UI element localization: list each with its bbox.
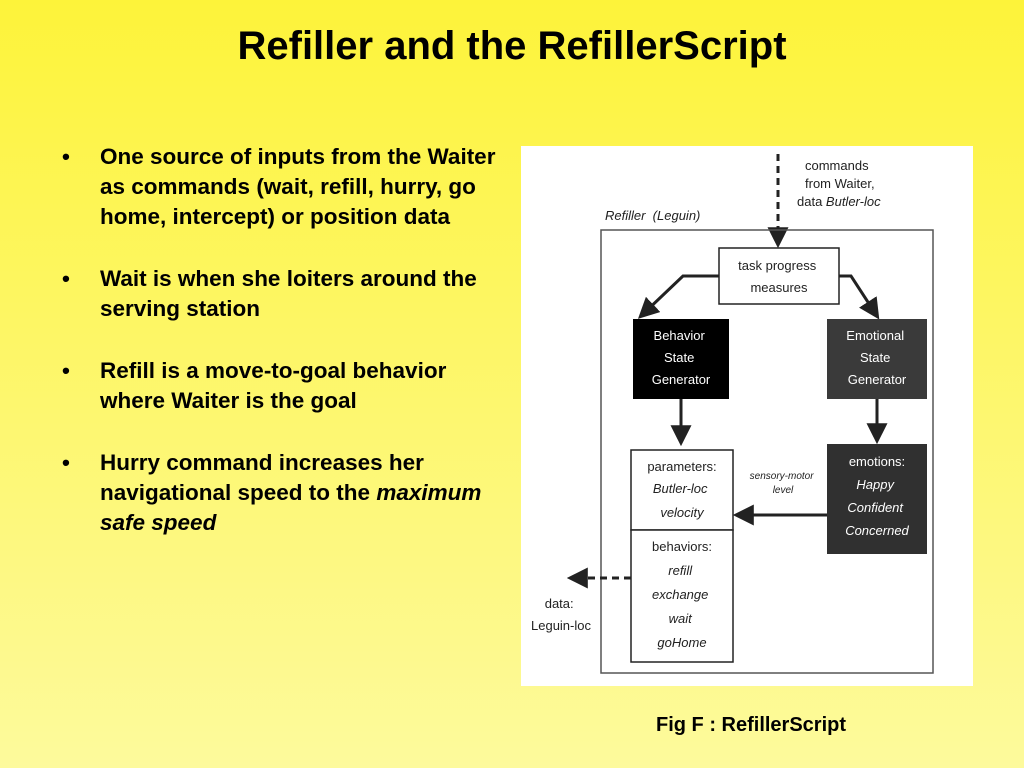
behavior-generator-label: Behavior State Generator <box>652 328 711 387</box>
bullet-item: • Refill is a move-to-goal behavior wher… <box>62 356 502 416</box>
bullet-item: • Hurry command increases her navigation… <box>62 448 502 538</box>
bullet-item: • Wait is when she loiters around the se… <box>62 264 502 324</box>
bullet-symbol: • <box>62 450 70 475</box>
sensory-motor-label: sensory-motor level <box>750 471 817 496</box>
bullet-symbol: • <box>62 144 70 169</box>
arrow-to-emotional <box>839 274 880 320</box>
parameters-items: Butler-loc velocity <box>653 481 711 520</box>
bullet-symbol: • <box>62 266 70 291</box>
container-label: Refiller (Leguin) <box>605 208 700 223</box>
behaviors-items: refill exchange wait goHome <box>652 563 712 650</box>
task-progress-box <box>718 247 840 305</box>
emotional-generator-label: Emotional State Generator <box>846 328 907 387</box>
behaviors-box <box>630 529 734 663</box>
bullet-emphasis: maximum safe speed <box>100 480 482 535</box>
emotions-items: Happy Confident Concerned <box>845 477 909 538</box>
behavior-state-generator <box>633 319 729 399</box>
bullet-text: Wait is when she loiters around the serv… <box>100 266 477 321</box>
arrow-to-behavior <box>637 274 719 319</box>
refiller-diagram: commands from Waiter, data Butler-loc Re… <box>521 146 973 686</box>
parameters-title: parameters: <box>647 459 716 474</box>
bullet-item: • One source of inputs from the Waiter a… <box>62 142 502 232</box>
bullet-text: One source of inputs from the Waiter as … <box>100 144 496 229</box>
task-progress-label: task progress measures <box>738 258 820 295</box>
emotions-box <box>827 444 927 554</box>
bullet-text: Hurry command increases her navigational… <box>100 450 424 505</box>
parameters-box <box>630 449 734 531</box>
refiller-container <box>600 229 934 674</box>
bullet-text: Refill is a move-to-goal behavior where … <box>100 358 447 413</box>
emotions-title: emotions: <box>849 454 905 469</box>
input-label: commands from Waiter, data Butler-loc <box>797 158 881 209</box>
slide-title: Refiller and the RefillerScript <box>237 24 787 68</box>
bullet-symbol: • <box>62 358 70 383</box>
output-label: data: Leguin-loc <box>531 596 591 633</box>
bullet-list: • One source of inputs from the Waiter a… <box>62 142 502 570</box>
figure-caption: Fig F : RefillerScript <box>656 714 847 736</box>
emotional-state-generator <box>827 319 927 399</box>
behaviors-title: behaviors: <box>652 539 712 554</box>
